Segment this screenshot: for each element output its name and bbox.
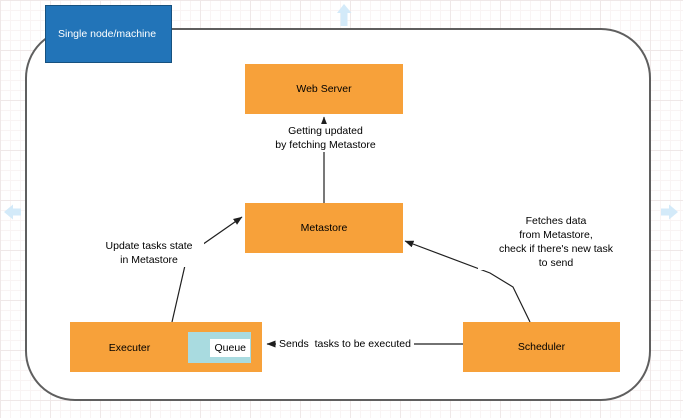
node-scheduler[interactable]: Scheduler (463, 322, 620, 372)
edge-executer-to-metastore[interactable] (171, 216, 243, 323)
edge-label-getting-updated: Getting updated by fetching Metastore (253, 124, 398, 152)
metastore-label: Metastore (300, 222, 348, 234)
web-server-label: Web Server (296, 83, 352, 95)
single-node-title: Single node/machine (58, 28, 157, 40)
executer-label: Executer (108, 342, 151, 354)
node-web-server[interactable]: Web Server (245, 64, 403, 114)
executer-label-zone: Executer (71, 323, 188, 373)
scheduler-label: Scheduler (517, 341, 566, 353)
node-metastore[interactable]: Metastore (245, 203, 403, 253)
edge-label-update-tasks-state: Update tasks state in Metastore (94, 239, 204, 267)
edge-label-fetches-data: Fetches data from Metastore, check if th… (478, 214, 634, 270)
nav-arrow-left-icon[interactable] (4, 204, 21, 220)
edge-scheduler-to-metastore[interactable] (404, 240, 531, 323)
node-queue[interactable]: Queue (188, 332, 251, 363)
nav-arrow-right-icon[interactable] (661, 204, 678, 220)
nav-arrow-up-icon[interactable] (337, 4, 352, 26)
queue-label: Queue (210, 338, 250, 357)
edge-label-sends-tasks: Sends tasks to be executed (276, 337, 414, 351)
single-node-title-box[interactable]: Single node/machine (45, 5, 172, 63)
node-executer[interactable]: Executer Queue (70, 322, 262, 372)
